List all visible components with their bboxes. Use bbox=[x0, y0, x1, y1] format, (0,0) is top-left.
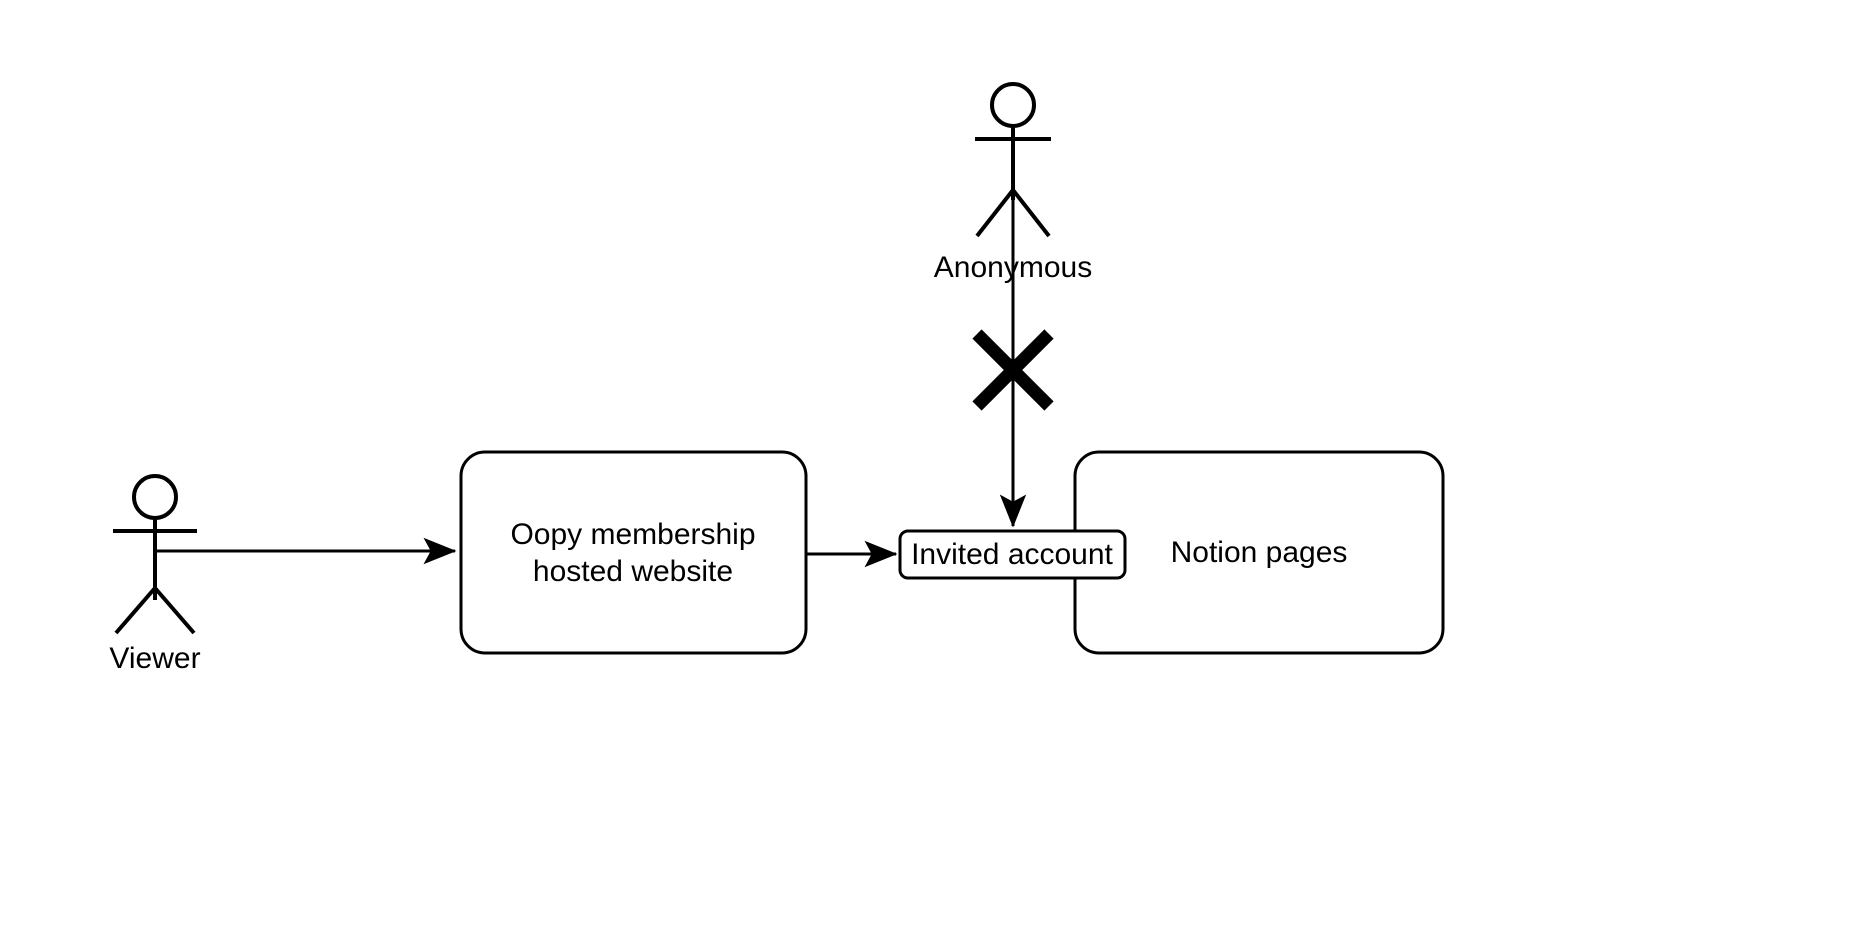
node-notion-pages[interactable]: Notion pages bbox=[1073, 450, 1445, 655]
notion-pages-label: Notion pages bbox=[1171, 536, 1348, 569]
stick-figure-actor-icon bbox=[113, 474, 197, 635]
invited-account-label: Invited account bbox=[911, 538, 1113, 571]
actor-viewer[interactable]: Viewer bbox=[109, 474, 201, 675]
oopy-website-shape[interactable] bbox=[459, 450, 808, 655]
node-oopy-website[interactable]: Oopy membership hosted website bbox=[459, 450, 808, 655]
x-cross-blocked-marker bbox=[972, 329, 1054, 411]
invited-account-shape[interactable] bbox=[898, 529, 1127, 580]
actor-viewer-label: Viewer bbox=[109, 642, 200, 675]
oopy-website-label-line1: Oopy membership bbox=[510, 518, 755, 551]
node-invited-account[interactable]: Invited account bbox=[898, 529, 1127, 580]
oopy-website-label-line2: hosted website bbox=[533, 555, 733, 588]
stick-figure-actor-icon bbox=[975, 82, 1051, 238]
